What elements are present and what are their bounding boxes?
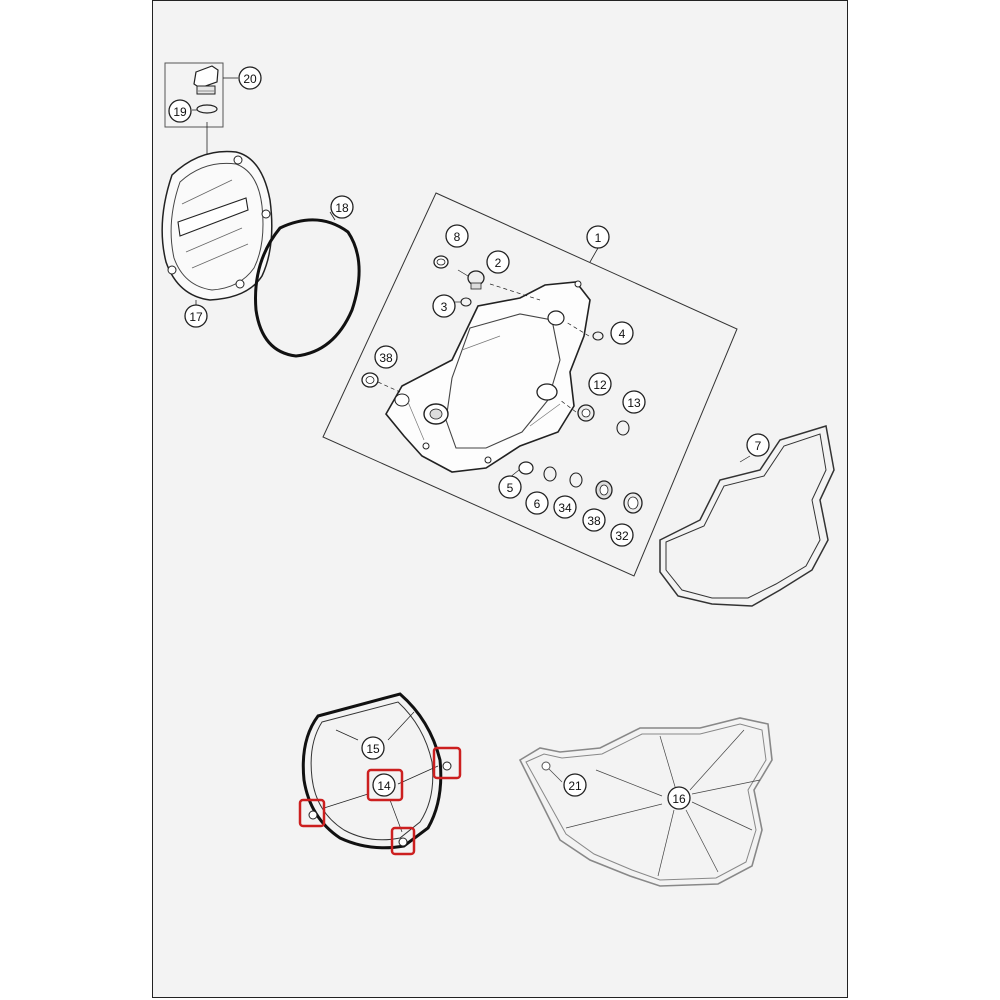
- callout-c6: 6: [525, 491, 549, 515]
- callout-label: 13: [627, 396, 641, 410]
- callout-c2: 2: [486, 250, 510, 274]
- engine-gasket-large: [518, 717, 773, 887]
- callout-c20: 20: [238, 66, 262, 90]
- highlight-box: [366, 768, 404, 802]
- callout-c5: 5: [498, 475, 522, 499]
- clutch-cover-gasket: [254, 211, 361, 358]
- callout-label: 14: [377, 779, 391, 793]
- highlight-box: [298, 798, 326, 828]
- callout-c21: 21: [563, 773, 587, 797]
- drawing-frame: [152, 0, 848, 998]
- callout-c32: 32: [610, 523, 634, 547]
- callout-label: 6: [534, 497, 541, 511]
- callout-c12: 12: [588, 372, 612, 396]
- callout-label: 5: [507, 481, 514, 495]
- callout-c3: 3: [432, 294, 456, 318]
- callout-c17: 17: [184, 304, 208, 328]
- callout-label: 3: [441, 300, 448, 314]
- callout-label: 38: [379, 351, 393, 365]
- callout-c4: 4: [610, 321, 634, 345]
- highlight-box: [432, 746, 462, 780]
- callout-c13: 13: [622, 390, 646, 414]
- callout-label: 1: [595, 231, 602, 245]
- crankcase-gasket: [659, 425, 835, 607]
- callout-label: 19: [173, 105, 187, 119]
- callout-label: 8: [454, 230, 461, 244]
- callout-label: 4: [619, 327, 626, 341]
- callout-c38b: 38: [582, 508, 606, 532]
- callout-label: 16: [672, 792, 686, 806]
- callout-c34: 34: [553, 495, 577, 519]
- ignition-cover-gasket: [298, 692, 462, 856]
- callout-label: 34: [558, 501, 572, 515]
- callout-label: 17: [189, 310, 203, 324]
- callout-label: 18: [335, 201, 349, 215]
- callout-label: 15: [366, 742, 380, 756]
- filler-cap-inset: [164, 62, 238, 128]
- callout-c14: 14: [372, 773, 396, 797]
- callout-label: 7: [755, 439, 762, 453]
- highlight-box: [390, 826, 416, 856]
- callout-label: 21: [568, 779, 582, 793]
- callout-c7: 7: [746, 433, 770, 457]
- callout-label: 38: [587, 514, 601, 528]
- callout-c19: 19: [168, 99, 192, 123]
- callout-c38a: 38: [374, 345, 398, 369]
- ignition-cover-group: [322, 192, 738, 577]
- callout-label: 12: [593, 378, 607, 392]
- callout-c18: 18: [330, 195, 354, 219]
- callout-label: 20: [243, 72, 257, 86]
- callout-c16: 16: [667, 786, 691, 810]
- callout-c8: 8: [445, 224, 469, 248]
- callout-label: 2: [495, 256, 502, 270]
- clutch-cover: [161, 122, 273, 308]
- callout-c15: 15: [361, 736, 385, 760]
- callout-label: 32: [615, 529, 629, 543]
- callout-c1: 1: [586, 225, 610, 249]
